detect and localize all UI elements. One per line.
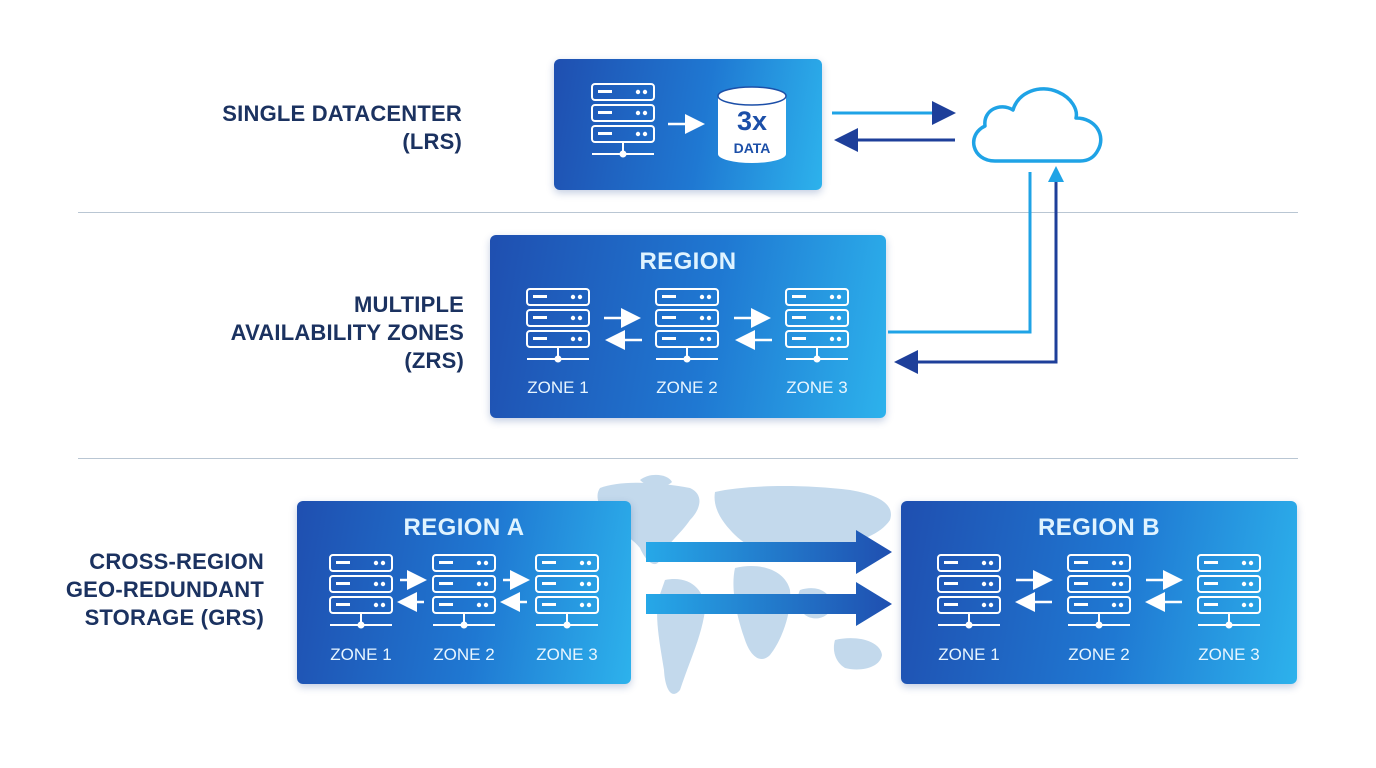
cloud-icon	[972, 87, 1103, 163]
divider-2	[78, 458, 1298, 459]
server-rack-icon	[937, 554, 1001, 630]
tier-label-zrs: MULTIPLE AVAILABILITY ZONES (ZRS)	[120, 291, 464, 375]
zone-label: ZONE 3	[1198, 645, 1260, 664]
tier-label-line: SINGLE DATACENTER	[222, 101, 462, 126]
zone-label: ZONE 2	[1068, 645, 1130, 664]
server-rack-icon	[432, 554, 496, 630]
panel-title: REGION A	[403, 514, 525, 541]
server-rack-icon	[535, 554, 599, 630]
tier-label-line: AVAILABILITY ZONES	[230, 320, 464, 345]
cloud-to-zrs-connector	[894, 175, 1058, 374]
server-rack-icon	[591, 83, 655, 159]
tier-label-line: (ZRS)	[404, 348, 464, 373]
zone-label: ZONE 3	[536, 645, 598, 664]
server-rack-icon	[655, 288, 719, 364]
zone-label: ZONE 1	[938, 645, 1000, 664]
tier-label-line: GEO-REDUNDANT	[65, 577, 264, 602]
server-rack-icon	[526, 288, 590, 364]
database-cylinder-icon	[717, 86, 787, 163]
tier-label-line: CROSS-REGION	[89, 549, 264, 574]
zrs-to-cloud-connector	[888, 172, 1032, 334]
tier-label-lrs: SINGLE DATACENTER (LRS)	[120, 100, 462, 156]
arrow-icon	[1048, 166, 1064, 182]
panel-title: REGION	[639, 248, 737, 275]
data-label: DATA	[733, 140, 771, 156]
tier-label-line: (LRS)	[402, 129, 462, 154]
server-rack-icon	[785, 288, 849, 364]
zone-label: ZONE 1	[330, 645, 392, 664]
zone-label: ZONE 1	[527, 378, 589, 397]
server-rack-icon	[329, 554, 393, 630]
replication-arrow-icon	[646, 530, 892, 574]
tier-label-line: MULTIPLE	[354, 292, 464, 317]
copies-label: 3x	[736, 106, 768, 136]
server-rack-icon	[1067, 554, 1131, 630]
zone-label: ZONE 2	[656, 378, 718, 397]
tier-label-line: STORAGE (GRS)	[84, 605, 264, 630]
tier-label-grs: CROSS-REGION GEO-REDUNDANT STORAGE (GRS)	[20, 548, 264, 632]
zone-label: ZONE 3	[786, 378, 848, 397]
server-rack-icon	[1197, 554, 1261, 630]
divider-1	[78, 212, 1298, 213]
replication-arrow-icon	[646, 582, 892, 626]
zone-label: ZONE 2	[433, 645, 495, 664]
panel-title: REGION B	[1038, 514, 1160, 541]
